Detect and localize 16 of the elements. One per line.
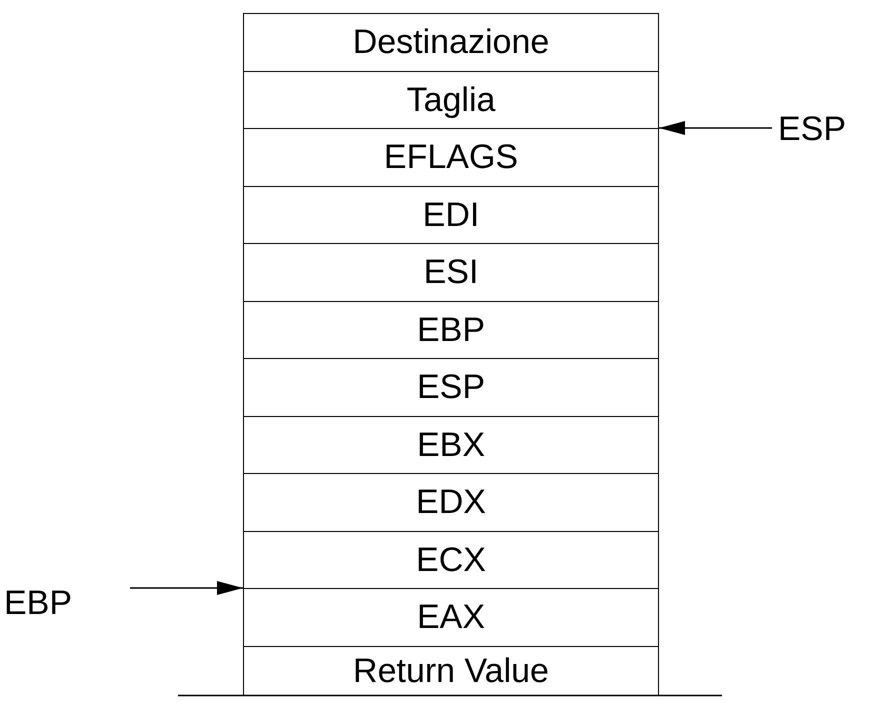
pointer-label: EBP bbox=[4, 578, 104, 628]
stack-cell: EDX bbox=[243, 473, 659, 530]
stack-cell: EDI bbox=[243, 186, 659, 243]
stack-cell: ESI bbox=[243, 243, 659, 300]
stack-cell: EFLAGS bbox=[243, 128, 659, 186]
stack-cell: EAX bbox=[243, 588, 659, 646]
stack-cell: Return Value bbox=[243, 646, 659, 696]
stack-cell: Destinazione bbox=[243, 13, 659, 70]
stack-cell: ESP bbox=[243, 358, 659, 416]
pointer-label: ESP bbox=[778, 104, 878, 154]
stack-cell: ECX bbox=[243, 530, 659, 588]
stack-cell: EBP bbox=[243, 300, 659, 358]
stack-cell: EBX bbox=[243, 416, 659, 473]
arrow bbox=[130, 581, 243, 595]
arrow bbox=[659, 121, 772, 135]
stack-cell: Taglia bbox=[243, 70, 659, 128]
